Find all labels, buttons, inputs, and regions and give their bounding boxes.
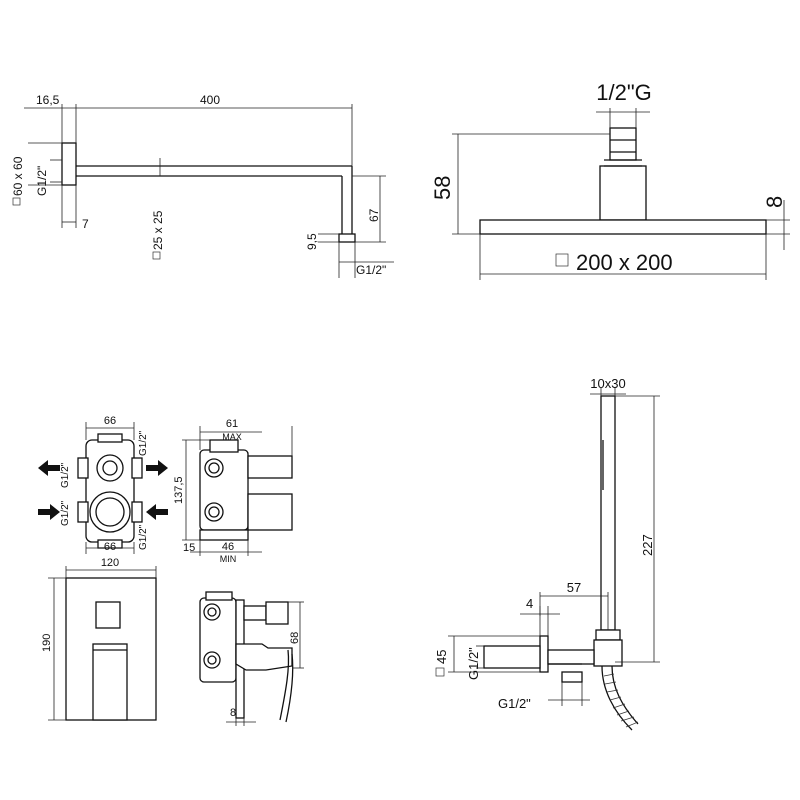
- dim-arm-thread: G1/2": [35, 166, 49, 196]
- mixer-side-spout: [235, 643, 293, 671]
- dim-depth-min-label: MIN: [220, 554, 237, 564]
- dim-inlet-thread: G1/2": [466, 647, 481, 680]
- dim-plate-thickness: 4: [526, 596, 533, 611]
- dim-plate-depth: 8: [230, 707, 236, 719]
- port-label-top-left: G1/2": [60, 462, 71, 488]
- dim-arm-section: 25 x 25: [151, 210, 165, 250]
- arrow-right-out-icon: [146, 460, 168, 476]
- dim-plate-height: 190: [41, 634, 53, 652]
- dim-lever-height: 68: [289, 632, 301, 644]
- dim-plate-thickness: 8: [762, 196, 787, 208]
- dim-head-size: 200 x 200: [576, 250, 673, 275]
- dim-outlet-thread: G1/2": [356, 263, 386, 277]
- arrow-left-out-icon: [38, 460, 60, 476]
- port-label-bottom-left: G1/2": [60, 500, 71, 526]
- dim-plate-width: 120: [101, 557, 119, 569]
- dim-wall-plate: 60 x 60: [11, 156, 25, 196]
- dim-arm-length: 400: [200, 93, 220, 107]
- mixer-side-lever: [279, 649, 290, 721]
- dim-offset-15: 15: [183, 542, 195, 554]
- valve-side-spindle-bottom: [247, 493, 293, 531]
- dim-depth-min: 46: [222, 541, 234, 553]
- dim-plate-size: 45: [434, 650, 449, 664]
- dim-valve-width-bottom: 66: [104, 541, 116, 553]
- port-label-top-right: G1/2": [138, 430, 149, 456]
- dim-holder-projection: 57: [567, 580, 581, 595]
- dim-hand-shower-length: 227: [640, 534, 655, 556]
- dim-arm-offset: 16,5: [36, 93, 60, 107]
- dim-depth-max-label: MAX: [222, 432, 242, 442]
- valve-side-spindle-top: [247, 455, 293, 479]
- dim-valve-height: 137,5: [173, 476, 185, 504]
- hand-shower-drawing: 10x30 227 57 4 45 G1/2" G1/2": [434, 376, 660, 731]
- valve-body-drawing: 66 66 G1/2" G1/2" G1/2" G1/2" 61 MAX 137…: [38, 415, 293, 564]
- port-label-bottom-right: G1/2": [138, 524, 149, 550]
- arrow-left-in-icon: [38, 504, 60, 520]
- dim-head-connection: 1/2"G: [596, 80, 652, 105]
- head-plate: [479, 219, 767, 235]
- dim-head-height: 58: [430, 176, 455, 200]
- wall-outlet-plate: [539, 635, 549, 673]
- mixer-drawing: 120 190 68 8: [41, 557, 304, 726]
- dim-plate-depth: 7: [82, 217, 89, 231]
- dim-hand-shower-section: 10x30: [590, 376, 625, 391]
- wall-plate: [61, 142, 77, 186]
- head-connector: [609, 127, 637, 161]
- shower-arm-drawing: 400 16,5 60 x 60 G1/2" 7 25 x 25 67 9,5 …: [11, 93, 394, 278]
- wall-outlet-pipe: [483, 645, 541, 669]
- dim-depth-max: 61: [226, 418, 238, 430]
- arm-outlet: [338, 233, 356, 243]
- mixer-cartridge-square: [95, 601, 121, 629]
- dim-outlet-height: 9,5: [305, 233, 319, 250]
- dim-outlet-thread: G1/2": [498, 696, 531, 711]
- dim-valve-width-top: 66: [104, 415, 116, 427]
- dim-arm-drop: 67: [367, 208, 381, 222]
- mixer-lever-front: [92, 643, 128, 721]
- arrow-right-in-icon: [146, 504, 168, 520]
- mixer-side-cartridge: [265, 601, 289, 625]
- shower-head-drawing: 1/2"G 58 8 200 x 200: [430, 80, 790, 280]
- head-neck: [599, 165, 647, 221]
